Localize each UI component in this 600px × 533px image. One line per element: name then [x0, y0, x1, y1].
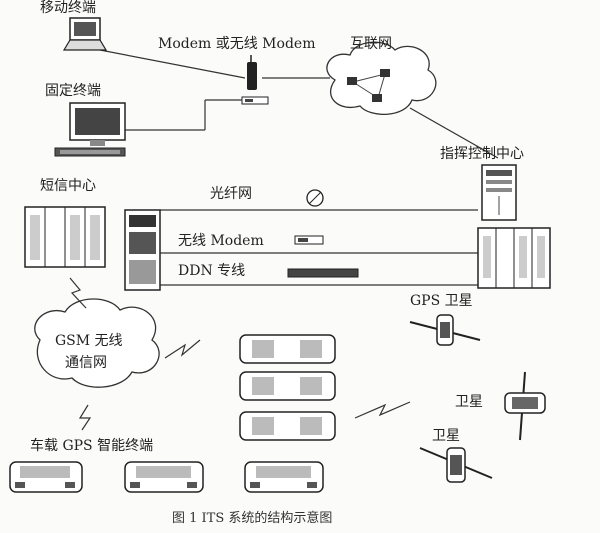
- wireless-modem-label: 无线 Modem: [178, 233, 264, 249]
- satellite-label-2: 卫星: [432, 428, 460, 444]
- vehicle-terminal-label: 车载 GPS 智能终端: [30, 437, 153, 454]
- gps-satellite-label: GPS 卫星: [410, 293, 473, 309]
- gsm-network-label-2: 通信网: [65, 355, 107, 371]
- internet-cloud-icon: [326, 41, 437, 116]
- mobile-terminal-label: 移动终端: [40, 0, 96, 16]
- gsm-network-cloud-icon: [34, 298, 160, 388]
- fixed-terminal-label: 固定终端: [45, 83, 101, 99]
- command-center-label: 指挥控制中心: [440, 146, 524, 162]
- car-front-icon: [244, 461, 324, 493]
- wireless-modem-device-icon: [294, 235, 324, 245]
- command-center-mainframe-icon: [477, 227, 551, 289]
- desktop-computer-icon: [54, 102, 126, 157]
- ddn-router-icon: [287, 268, 359, 278]
- car-icon: [239, 411, 336, 441]
- ddn-line-label: DDN 专线: [178, 263, 245, 279]
- modem-label: Modem 或无线 Modem: [158, 36, 315, 52]
- figure-caption: 图 1 ITS 系统的结构示意图: [172, 510, 332, 526]
- vehicle-icons: [9, 334, 336, 493]
- satellite-label-1: 卫星: [455, 394, 483, 410]
- fiber-optic-icon: [306, 189, 324, 207]
- car-icon: [239, 371, 336, 401]
- car-front-icon: [124, 461, 204, 493]
- command-center-server-icon: [481, 164, 517, 221]
- laptop-icon: [62, 17, 108, 51]
- gsm-network-label-1: GSM 无线: [55, 333, 123, 349]
- satellite-icon: [504, 371, 546, 441]
- car-front-icon: [9, 461, 83, 493]
- satellite-icon: [419, 447, 493, 483]
- car-icon: [239, 334, 336, 364]
- wireless-signal-icon: [69, 277, 411, 431]
- connection-lines: [99, 49, 499, 286]
- sms-center-label: 短信中心: [40, 178, 96, 194]
- sms-center-server-icon: [24, 206, 106, 268]
- gps-satellite-icon: [409, 314, 481, 346]
- gateway-cabinet-icon: [124, 209, 161, 291]
- modem-icon: [241, 55, 269, 105]
- fiber-network-label: 光纤网: [210, 186, 252, 202]
- internet-label: 互联网: [350, 36, 392, 52]
